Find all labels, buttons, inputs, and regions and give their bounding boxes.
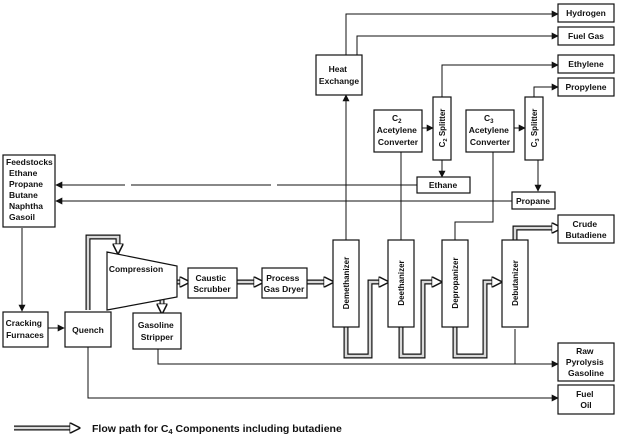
fuel-gas-product-label: Fuel Gas [568,31,604,41]
debutanizer-column [501,239,529,328]
hydrogen-product-box [557,3,615,23]
caustic-scrubber-label: Caustic Scrubber [193,273,231,294]
quench-label: Quench [72,325,104,335]
compression-label: Compression [109,264,163,274]
crude-butadiene-product-box [557,214,615,244]
ethane-box [416,176,471,194]
quench-box [64,311,112,348]
fuel-oil-product-label: Fuel Oil [576,389,596,410]
cracking-furnaces-box [2,311,49,348]
deethanizer-label: Deethanizer [397,260,406,305]
c4-flow-path [85,228,558,359]
cracking-furnaces-label: Cracking Furnaces [6,318,45,340]
ethylene-product-label: Ethylene [568,59,604,69]
demethanizer-column [332,239,360,328]
c3-splitter-label: C3 Splitter [530,109,541,148]
ethylene-product-box [557,54,615,74]
c3-acetylene-converter-label: C3 Acetylene Converter [469,113,512,147]
deethanizer-column [387,239,415,328]
demethanizer-label: Demethanizer [342,257,351,309]
propylene-product-box [557,77,615,97]
gasoline-stripper-label: Gasoline Stripper [138,320,176,342]
process-gas-dryer-label: Process Gas Dryer [264,273,305,294]
c2-splitter-box [432,96,452,161]
feedstocks-label: Feedstocks Ethane Propane Butane Naphtha… [6,157,55,222]
crude-butadiene-product-label: Crude Butadiene [565,219,606,240]
ethane-label: Ethane [429,180,458,190]
debutanizer-label: Debutanizer [511,260,520,306]
process-gas-dryer-box [261,267,308,299]
c2-splitter-label: C2 Splitter [438,109,449,148]
heat-exchange-box [315,54,363,96]
depropanizer-label: Depropanizer [451,257,460,308]
c2-acetylene-converter-label: C2 Acetylene Converter [377,113,420,147]
feedstocks-box [2,154,56,228]
process-lines [18,10,559,402]
compression-unit [106,251,178,311]
propane-label: Propane [516,196,550,206]
heat-exchange-label: Heat Exchange [319,64,359,86]
c3-splitter-box [524,96,544,161]
raw-pyrolysis-gasoline-product-box [557,342,615,382]
caustic-scrubber-box [187,267,238,299]
propane-box [511,191,556,210]
fuel-oil-product-box [557,384,615,415]
raw-pyrolysis-gasoline-product-label: Raw Pyrolysis Gasoline [566,346,606,378]
depropanizer-column [441,239,469,328]
legend-label: Flow path for C4 Components including bu… [92,423,342,436]
c2-acetylene-converter-box [373,109,423,153]
legend: Flow path for C4 Components including bu… [14,423,342,436]
gasoline-stripper-box [132,312,182,350]
fuel-gas-product-box [557,26,615,46]
c3-acetylene-converter-box [465,109,515,153]
propylene-product-label: Propylene [565,82,606,92]
hydrogen-product-label: Hydrogen [566,8,606,18]
